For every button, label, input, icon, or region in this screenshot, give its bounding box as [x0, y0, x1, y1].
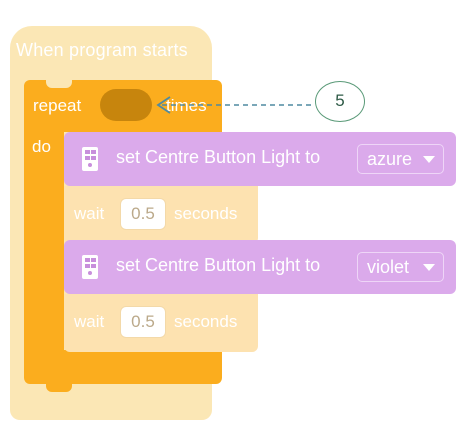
repeat-top-notch: [46, 80, 72, 88]
wait-label: wait: [74, 204, 105, 223]
annotation-bubble: 5: [315, 81, 365, 122]
seconds-label: seconds: [174, 312, 238, 331]
set-light-block[interactable]: set Centre Button Light to violet: [64, 240, 456, 294]
wait-block[interactable]: wait 0.5 seconds: [64, 186, 258, 244]
wait-seconds-input[interactable]: 0.5: [120, 306, 166, 338]
wait-seconds-input[interactable]: 0.5: [120, 198, 166, 230]
light-color-value: azure: [367, 149, 413, 169]
light-color-value: violet: [367, 257, 410, 277]
set-light-label: set Centre Button Light to: [116, 147, 321, 167]
repeat-count-slot[interactable]: [100, 89, 152, 121]
chevron-down-icon: [423, 264, 435, 271]
repeat-bottom-notch: [46, 384, 72, 392]
hub-icon: [82, 147, 98, 171]
repeat-block-bottom[interactable]: [24, 350, 222, 384]
wait-block[interactable]: wait 0.5 seconds: [64, 294, 258, 352]
repeat-block-arm[interactable]: [24, 130, 64, 356]
do-label: do: [32, 137, 51, 156]
light-color-dropdown[interactable]: azure: [357, 144, 444, 174]
arrow-head-icon: [156, 96, 171, 114]
event-label: When program starts: [16, 40, 188, 60]
set-light-label: set Centre Button Light to: [116, 255, 321, 275]
set-light-block[interactable]: set Centre Button Light to azure: [64, 132, 456, 186]
wait-label: wait: [74, 312, 105, 331]
repeat-label: repeat: [33, 96, 82, 115]
times-label: times: [166, 96, 207, 115]
seconds-label: seconds: [174, 204, 238, 223]
hub-icon: [82, 255, 98, 279]
chevron-down-icon: [423, 156, 435, 163]
light-color-dropdown[interactable]: violet: [357, 252, 444, 282]
